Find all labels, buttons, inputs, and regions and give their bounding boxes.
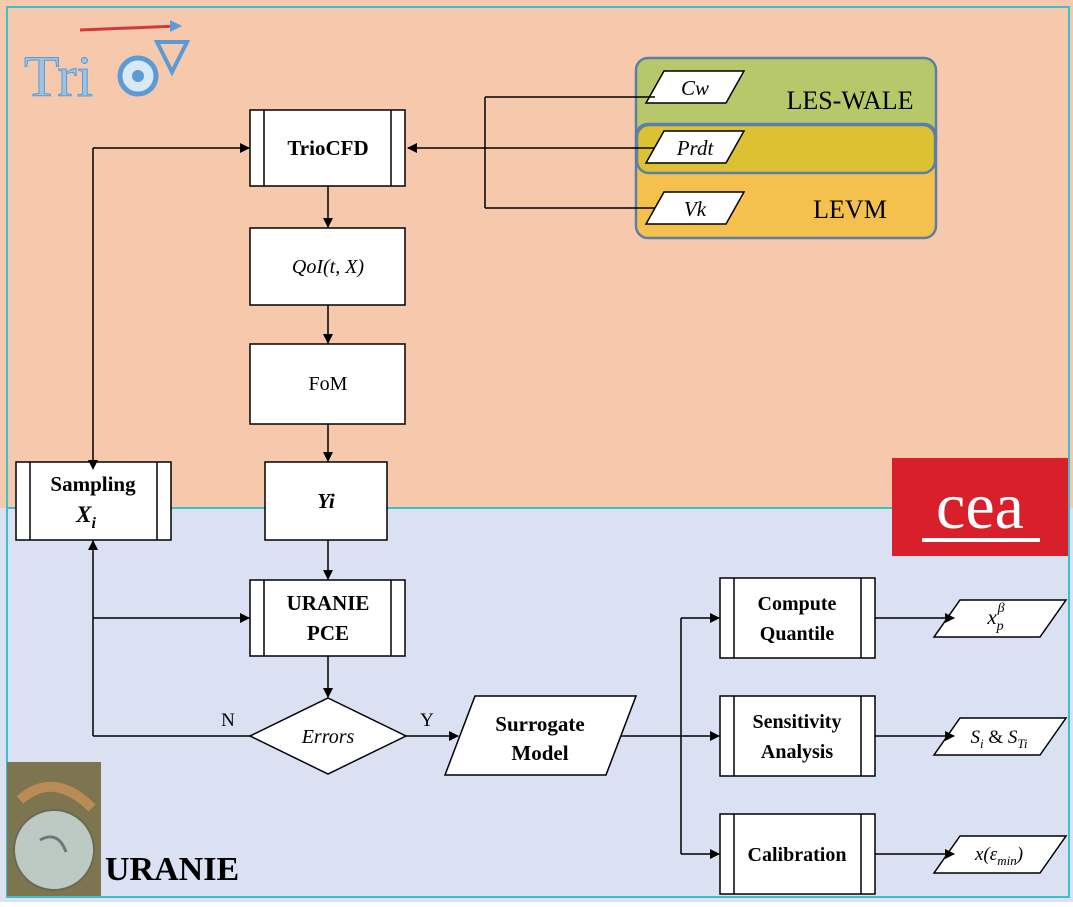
turbulence-model-group: LES-WALE LEVM Cw Prdt Vk — [634, 56, 938, 240]
surrogate-label-1: Surrogate — [495, 712, 584, 736]
calibration-output-sub: min — [997, 853, 1017, 868]
sensitivity-label-1: Sensitivity — [753, 711, 842, 733]
prdt-param-label: Prdt — [676, 136, 715, 160]
triocfd-box: TrioCFD — [249, 109, 406, 187]
sensitivity-output-label: Si & STi — [970, 727, 1027, 751]
uranie-label: URANIE — [105, 851, 239, 888]
triocfd-label: TrioCFD — [287, 136, 368, 160]
quantile-output-base: x — [986, 605, 997, 629]
prdt-param — [644, 130, 746, 164]
sensitivity-output-s2: S — [1008, 727, 1018, 748]
calibration-output: x(εmin) — [932, 835, 1068, 874]
surrogate-label-2: Model — [511, 741, 568, 765]
yi-label: Yi — [317, 489, 335, 513]
cea-logo: cea — [892, 458, 1068, 556]
errors-label: Errors — [301, 726, 355, 748]
sampling-var: X — [75, 502, 92, 527]
sensitivity-output-s: S — [970, 727, 980, 748]
calibration-output-pre: x(ε — [974, 844, 998, 865]
uranie-pce-label-2: PCE — [307, 621, 349, 645]
triocfd-logo: Tri — [24, 20, 191, 110]
branch-yes-label: Y — [420, 710, 434, 731]
sensitivity-label-2: Analysis — [761, 741, 833, 763]
sensitivity-output-sub-ti: Ti — [1017, 736, 1028, 751]
flow-arrows — [88, 143, 955, 859]
uranie-pce-box: URANIE PCE — [249, 579, 406, 657]
errors-decision: Errors N Y — [221, 697, 434, 775]
sampling-box: Sampling Xi — [15, 461, 172, 541]
quantile-output-label: xpβ — [986, 601, 1004, 634]
sensitivity-output-amp: & — [984, 727, 1008, 748]
quantile-output: xpβ — [932, 599, 1068, 638]
cea-logo-text: cea — [936, 470, 1024, 543]
calibration-label: Calibration — [748, 844, 847, 866]
quantile-output-sub: p — [996, 619, 1004, 634]
param-connectors — [407, 96, 655, 209]
sensitivity-analysis-box: Sensitivity Analysis — [719, 695, 876, 777]
trio-logo-triangle-icon — [153, 40, 191, 77]
qoi-label: QoI(t, X) — [292, 256, 365, 278]
fom-label: FoM — [309, 373, 348, 395]
compute-quantile-box: Compute Quantile — [719, 577, 876, 659]
sensitivity-output: Si & STi — [932, 717, 1068, 756]
sampling-variable: Xi — [75, 502, 96, 532]
trio-logo-text: Tri — [24, 44, 93, 109]
sensitivity-output-sub-i: i — [980, 736, 984, 751]
calibration-box: Calibration — [719, 813, 876, 895]
levm-label: LEVM — [813, 195, 887, 224]
calibration-output-post: ) — [1016, 844, 1023, 865]
cw-param-label: Cw — [681, 76, 709, 100]
sampling-var-sub: i — [91, 515, 96, 532]
les-wale-label: LES-WALE — [786, 86, 913, 115]
surrogate-model-box: Surrogate Model — [443, 695, 638, 776]
uranie-logo: URANIE — [7, 762, 239, 896]
yi-box: Yi — [264, 461, 388, 541]
frame-border — [6, 6, 1070, 898]
vk-param — [644, 191, 746, 225]
quantile-label-2: Quantile — [760, 623, 835, 645]
qoi-box: QoI(t, X) — [249, 227, 406, 306]
fom-box: FoM — [249, 343, 406, 425]
sampling-label: Sampling — [50, 472, 136, 496]
vk-param-label: Vk — [684, 197, 707, 221]
calibration-output-label: x(εmin) — [974, 844, 1023, 868]
quantile-label-1: Compute — [758, 593, 837, 615]
uranie-pce-label-1: URANIE — [287, 591, 370, 615]
quantile-output-sup: β — [997, 601, 1005, 616]
branch-no-label: N — [221, 710, 235, 731]
cw-param — [644, 70, 746, 104]
